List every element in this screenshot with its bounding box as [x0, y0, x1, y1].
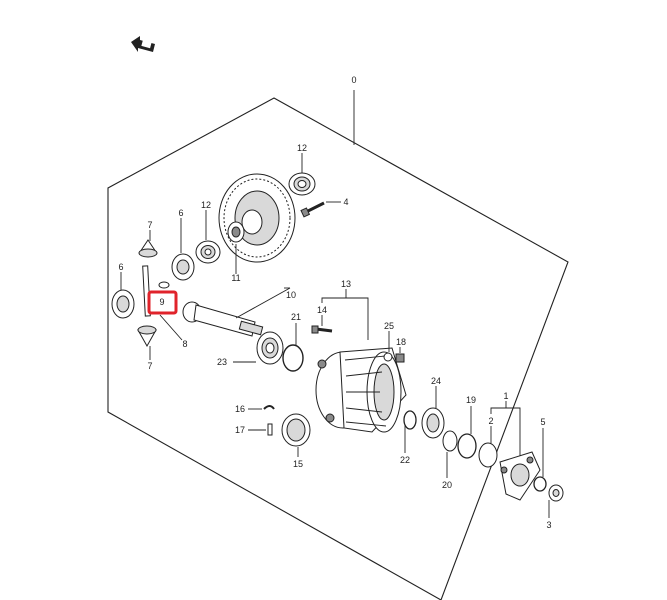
pin-17	[267, 423, 273, 436]
callout-3: 3	[546, 520, 551, 530]
callout-20: 20	[442, 480, 452, 490]
side-gear-6-lower	[111, 289, 135, 319]
ring-20	[442, 430, 458, 452]
bolt-14	[311, 325, 333, 334]
callout-17: 17	[235, 425, 245, 435]
callout-16: 16	[235, 404, 245, 414]
bearing-12-upper	[288, 172, 316, 196]
ring-2	[478, 442, 498, 468]
callout-14: 14	[317, 305, 327, 315]
callout-25: 25	[384, 321, 394, 331]
nut-18	[395, 353, 405, 363]
callout-9: 9	[159, 297, 164, 307]
callout-0: 0	[351, 75, 356, 85]
ring-gear	[218, 173, 296, 263]
callout-1: 1	[503, 391, 508, 401]
washer-25	[383, 352, 393, 362]
bearing-23	[256, 331, 284, 365]
washer-5	[533, 476, 547, 492]
pinion-gear-7-upper	[138, 239, 158, 258]
callout-21: 21	[291, 312, 301, 322]
callout-13: 13	[341, 279, 351, 289]
callout-15: 15	[293, 459, 303, 469]
bearing-24	[421, 407, 445, 439]
clip-16	[263, 405, 275, 410]
arrow-icon	[131, 36, 155, 52]
seal-15	[281, 413, 311, 447]
bracket-1	[490, 407, 521, 458]
drive-pinion-10	[182, 301, 264, 337]
callout-12-upper: 12	[297, 143, 307, 153]
callout-10: 10	[286, 290, 296, 300]
callout-7-lower: 7	[147, 361, 152, 371]
pinion-gear-7-lower	[137, 325, 157, 348]
shim-19	[457, 433, 477, 459]
shim-21	[282, 344, 304, 372]
bracket-13	[321, 297, 369, 340]
callout-6-upper: 6	[178, 208, 183, 218]
callout-2: 2	[488, 416, 493, 426]
ring-9	[158, 281, 170, 289]
callout-12-left: 12	[201, 200, 211, 210]
callout-7-upper: 7	[147, 220, 152, 230]
carrier-housing	[315, 347, 407, 433]
callout-11: 11	[231, 273, 240, 283]
callout-19: 19	[466, 395, 476, 405]
nut-3	[548, 484, 564, 502]
callout-22: 22	[400, 455, 410, 465]
callout-6-lower: 6	[118, 262, 123, 272]
callout-24: 24	[431, 376, 441, 386]
callout-4: 4	[343, 197, 348, 207]
companion-flange	[499, 451, 541, 501]
side-gear-6-upper	[171, 253, 195, 281]
callout-5: 5	[540, 417, 545, 427]
callout-18: 18	[396, 337, 406, 347]
highlight-box	[147, 290, 178, 315]
callout-8: 8	[182, 339, 187, 349]
ring-22	[403, 410, 417, 430]
bearing-12-left	[195, 240, 221, 264]
bolt-4	[300, 201, 325, 218]
callout-23: 23	[217, 357, 227, 367]
assembly-frame	[107, 97, 569, 600]
